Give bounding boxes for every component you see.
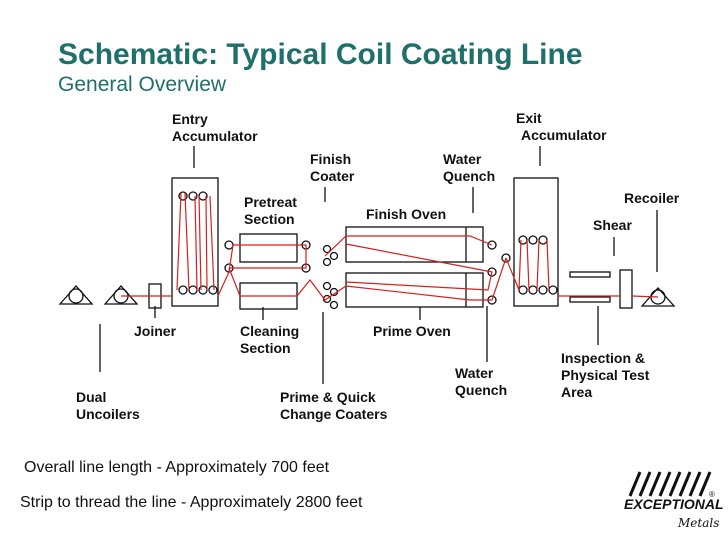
uncoiler-2 — [103, 285, 139, 305]
inspection-table — [569, 271, 611, 278]
label-exit-accumulator: Exit Accumulator — [516, 110, 607, 143]
label-dual-uncoilers: Dual Uncoilers — [76, 389, 140, 422]
exit-accumulator — [513, 177, 559, 307]
prime-coaters — [322, 281, 339, 310]
strip-path — [121, 192, 659, 301]
label-cleaning-section: Cleaning Section — [240, 323, 300, 356]
label-entry-accumulator: Entry Accumulator — [172, 111, 258, 144]
logo-mark — [628, 471, 712, 497]
label-water-quench-top: Water Quench — [443, 151, 496, 184]
logo-registered: ® — [709, 490, 715, 499]
label-finish-oven: Finish Oven — [366, 206, 447, 222]
page-title: Schematic: Typical Coil Coating Line — [58, 38, 583, 71]
footnote-strip-length: Strip to thread the line - Approximately… — [20, 494, 363, 511]
label-prime-oven: Prime Oven — [373, 323, 451, 339]
logo-brand: EXCEPTIONAL — [624, 496, 724, 512]
label-finish-coater: Finish Coater — [310, 151, 355, 184]
page-subtitle: General Overview — [58, 73, 227, 96]
label-pretreat-section: Pretreat Section — [244, 194, 297, 227]
label-water-quench-bottom: Water Quench — [455, 365, 508, 398]
uncoiler-1 — [58, 285, 94, 305]
entry-accumulator — [171, 177, 219, 307]
footnote-line-length: Overall line length - Approximately 700 … — [24, 459, 330, 476]
pretreat-section — [239, 233, 298, 263]
finish-coater — [322, 244, 339, 267]
label-recoiler: Recoiler — [624, 190, 680, 206]
shear — [619, 269, 633, 309]
label-prime-coaters: Prime & Quick Change Coaters — [280, 389, 388, 422]
label-joiner: Joiner — [134, 323, 177, 339]
label-shear: Shear — [593, 217, 632, 233]
entry-accumulator-rolls — [178, 191, 218, 295]
label-inspection-area: Inspection & Physical Test Area — [561, 350, 650, 400]
prime-oven — [345, 272, 484, 308]
logo-subtext: Metals — [678, 516, 720, 530]
